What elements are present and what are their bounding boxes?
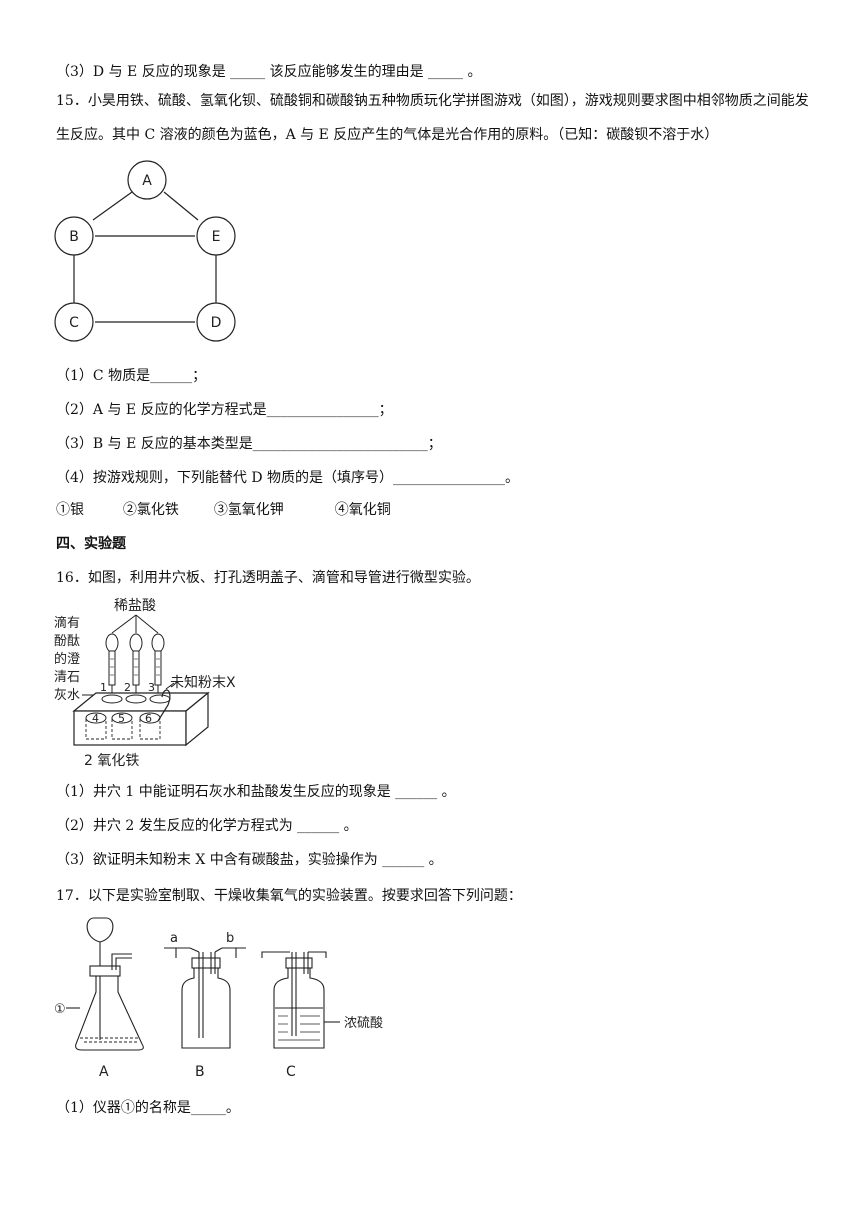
q16-wellplate-figure: 滴有 酚酞 的澄 清石 灰水 稀盐酸 — [54, 598, 236, 769]
dropper-2 — [129, 633, 143, 697]
dropper-3 — [151, 633, 165, 697]
well-3 — [149, 694, 171, 704]
well-num-5: 5 — [118, 712, 125, 725]
lime-label-1: 滴有 — [54, 615, 80, 631]
lime-label-3: 的澄 — [54, 651, 80, 667]
q15-option-1: ①银 — [56, 502, 84, 518]
lime-label-2: 酚酞 — [54, 634, 80, 649]
section-heading: 四、实验题 — [56, 536, 126, 552]
q15-option-3: ③氢氧化钾 — [213, 502, 284, 518]
node-b-circle — [54, 216, 94, 256]
apparatus-b — [164, 947, 246, 1049]
node-d-circle — [196, 302, 236, 342]
lime-label-5: 灰水 — [54, 688, 80, 703]
q17-sub1: （1）仪器①的名称是_____。 — [56, 1100, 240, 1116]
q17-intro: 17．以下是实验室制取、干燥收集氧气的实验装置。按要求回答下列问题： — [56, 888, 522, 904]
iron-oxide-label: 2 氧化铁 — [84, 753, 139, 769]
well-num-6: 6 — [145, 712, 152, 725]
lime-label-4: 清石 — [54, 670, 80, 685]
caption-b: B — [195, 1064, 205, 1080]
q15-options: ①银 ②氯化铁 ③氢氧化钾 ④氧化铜 — [56, 500, 391, 520]
q15-intro: 15．小昊用铁、硫酸、氢氧化钡、硫酸铜和碳酸钠五种物质玩化学拼图游戏（如图），游… — [56, 93, 809, 143]
node-a-label: A — [142, 173, 152, 189]
well-num-4: 4 — [92, 712, 99, 725]
plate-side — [185, 691, 209, 747]
marker-1: ① — [54, 1002, 66, 1017]
q15-option-2: ②氯化铁 — [122, 502, 179, 518]
apparatus-c — [261, 951, 340, 1049]
port-b-label: b — [226, 931, 234, 946]
node-a-circle — [127, 160, 167, 200]
q16-intro: 16．如图，利用井穴板、打孔透明盖子、滴管和导管进行微型实验。 — [56, 570, 480, 586]
q15-puzzle-diagram: A B E C D — [54, 160, 236, 342]
well-1 — [101, 694, 123, 704]
apparatus-a — [66, 917, 144, 1051]
node-e-circle — [196, 216, 236, 256]
edge-a-e — [163, 191, 199, 221]
q16-sub3: （3）欲证明未知粉末 X 中含有碳酸盐，实验操作为 ______ 。 — [56, 852, 443, 868]
sulfuric-acid-label: 浓硫酸 — [344, 1016, 383, 1031]
q16-sub1: （1）井穴 1 中能证明石灰水和盐酸发生反应的现象是 ______ 。 — [56, 784, 456, 800]
q17-apparatus-figure: ① a b 浓硫酸 A B C — [54, 917, 383, 1080]
caption-c: C — [286, 1064, 296, 1080]
q15-sub4: （4）按游戏规则，下列能替代 D 物质的是（填序号）______________… — [56, 470, 520, 486]
q15-sub3: （3）B 与 E 反应的基本类型是_______________________… — [56, 436, 442, 452]
acid-label: 稀盐酸 — [114, 598, 156, 614]
q16-sub2: （2）井穴 2 发生反应的化学方程式为 ______ 。 — [56, 818, 358, 834]
dropper-1 — [105, 633, 119, 697]
well-num-1: 1 — [100, 681, 107, 694]
node-d-label: D — [211, 315, 222, 331]
q15-option-4: ④氧化铜 — [334, 502, 391, 518]
node-c-label: C — [69, 315, 79, 331]
edge-a-b — [92, 191, 133, 221]
well-5 — [111, 712, 133, 724]
q14-part3: （3）D 与 E 反应的现象是 _____ 该反应能够发生的理由是 _____ … — [56, 64, 482, 80]
node-c-circle — [54, 302, 94, 342]
port-a-label: a — [170, 931, 178, 946]
well-4 — [85, 712, 107, 724]
powder-label: 未知粉末X — [170, 674, 236, 691]
q15-sub1: （1）C 物质是______； — [56, 368, 207, 384]
well-2 — [125, 694, 147, 704]
well-num-2: 2 — [124, 681, 131, 694]
caption-a: A — [99, 1064, 109, 1080]
node-e-label: E — [212, 229, 221, 245]
well-num-3: 3 — [148, 681, 155, 694]
q15-sub2: （2）A 与 E 反应的化学方程式是________________； — [56, 402, 393, 418]
node-b-label: B — [69, 229, 79, 245]
